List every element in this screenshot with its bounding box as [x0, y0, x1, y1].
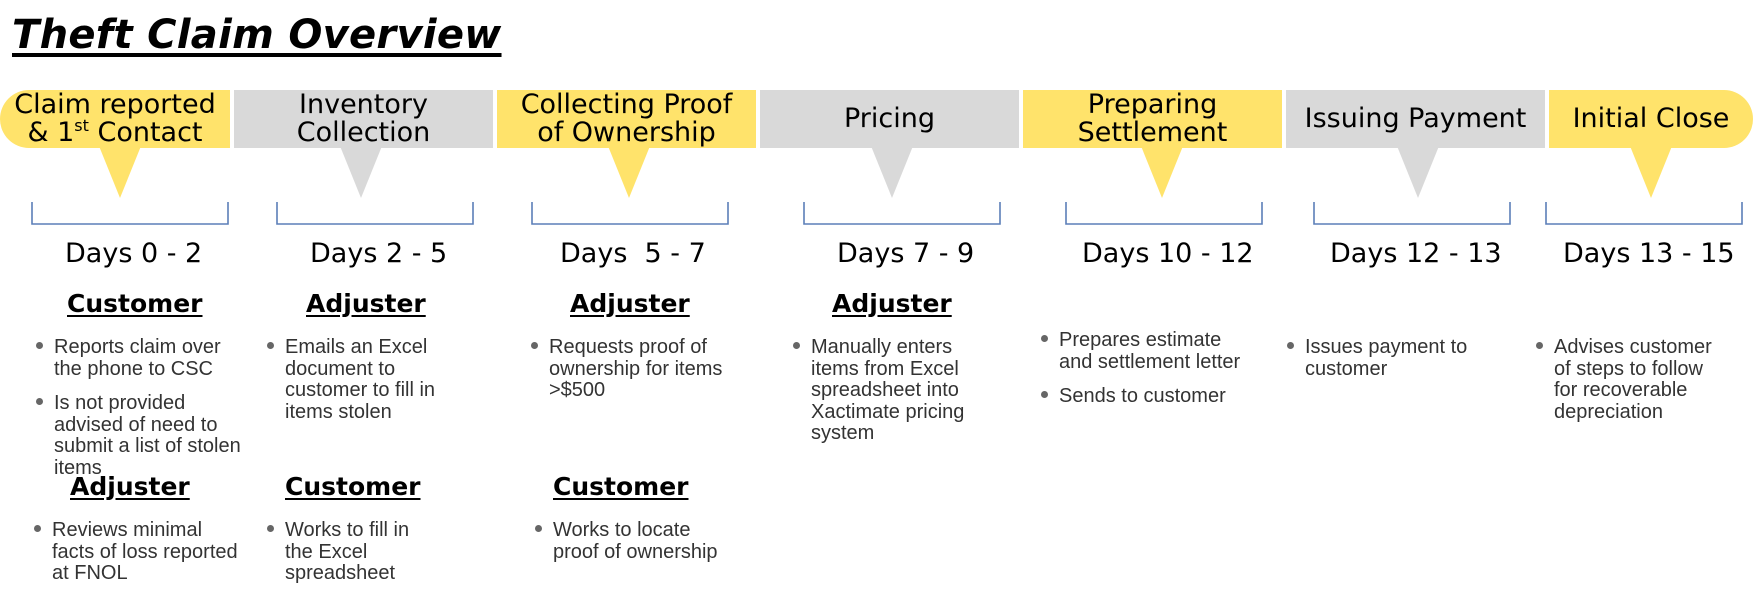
task-bullet: Works to fill in the Excel spreadsheet: [267, 519, 437, 585]
stage-preparing-settlement: Preparing Settlement: [1023, 90, 1282, 148]
task-list: Prepares estimate and settlement letter …: [1041, 329, 1251, 421]
task-list: Issues payment to customer: [1287, 336, 1492, 393]
timeline-bracket: [803, 202, 1001, 226]
task-bullet: Works to locate proof of ownership: [535, 519, 725, 563]
timeline-bracket: [31, 202, 229, 226]
stage-pointer: [1630, 146, 1672, 198]
task-list: Reports claim over the phone to CSC Is n…: [36, 336, 246, 492]
task-bullet: Reviews minimal facts of loss reported a…: [34, 519, 244, 585]
stage-label: Collecting Proof of Ownership: [520, 89, 733, 148]
days-range: Days 10 - 12: [1082, 238, 1254, 269]
stage-pointer: [608, 146, 650, 198]
days-range: Days 7 - 9: [837, 238, 975, 269]
task-bullet: Advises customer of steps to follow for …: [1536, 336, 1731, 423]
days-range: Days 2 - 5: [310, 238, 448, 269]
role-heading: Customer: [67, 289, 203, 318]
role-heading: Adjuster: [570, 289, 690, 318]
task-bullet: Prepares estimate and settlement letter: [1041, 329, 1251, 373]
stage-inventory-collection: Inventory Collection: [234, 90, 493, 148]
role-heading: Adjuster: [832, 289, 952, 318]
task-list: Works to fill in the Excel spreadsheet: [267, 519, 437, 598]
task-list: Emails an Excel document to customer to …: [267, 336, 472, 436]
task-list: Works to locate proof of ownership: [535, 519, 725, 576]
days-range: Days 5 - 7: [560, 238, 706, 269]
task-list: Manually enters items from Excel spreads…: [793, 336, 998, 458]
page-title: Theft Claim Overview: [12, 12, 502, 58]
task-list: Requests proof of ownership for items >$…: [531, 336, 731, 415]
task-bullet: Manually enters items from Excel spreads…: [793, 336, 998, 445]
stage-label: Pricing: [843, 103, 935, 134]
stage-claim-reported: Claim reported & 1st Contact: [0, 90, 230, 148]
days-range: Days 13 - 15: [1563, 238, 1735, 269]
role-heading: Adjuster: [70, 472, 190, 501]
task-bullet: Issues payment to customer: [1287, 336, 1492, 380]
task-list: Reviews minimal facts of loss reported a…: [34, 519, 244, 598]
stage-collecting-proof: Collecting Proof of Ownership: [497, 90, 756, 148]
stage-label: Issuing Payment: [1304, 103, 1527, 134]
task-list: Advises customer of steps to follow for …: [1536, 336, 1731, 436]
stage-pointer: [340, 146, 382, 198]
stage-label: Inventory Collection: [296, 89, 431, 148]
stage-pointer: [99, 146, 141, 198]
stage-issuing-payment: Issuing Payment: [1286, 90, 1545, 148]
timeline-bracket: [1545, 202, 1743, 226]
stage-pointer: [1141, 146, 1183, 198]
stage-pricing: Pricing: [760, 90, 1019, 148]
days-range: Days 12 - 13: [1330, 238, 1502, 269]
task-bullet: Emails an Excel document to customer to …: [267, 336, 472, 423]
timeline-bracket: [1313, 202, 1511, 226]
timeline-bracket: [1065, 202, 1263, 226]
task-bullet: Sends to customer: [1041, 385, 1251, 408]
task-bullet: Requests proof of ownership for items >$…: [531, 336, 731, 402]
stage-label: Preparing Settlement: [1077, 89, 1228, 148]
task-bullet: Is not provided advised of need to submi…: [36, 392, 246, 479]
task-bullet: Reports claim over the phone to CSC: [36, 336, 246, 380]
stage-label: Claim reported & 1st Contact: [14, 89, 216, 148]
timeline-bracket: [531, 202, 729, 226]
role-heading: Customer: [285, 472, 421, 501]
role-heading: Customer: [553, 472, 689, 501]
stage-pointer: [871, 146, 913, 198]
stage-pointer: [1397, 146, 1439, 198]
stage-label: Initial Close: [1572, 103, 1730, 134]
timeline-bracket: [276, 202, 474, 226]
stage-initial-close: Initial Close: [1549, 90, 1753, 148]
days-range: Days 0 - 2: [65, 238, 203, 269]
role-heading: Adjuster: [306, 289, 426, 318]
